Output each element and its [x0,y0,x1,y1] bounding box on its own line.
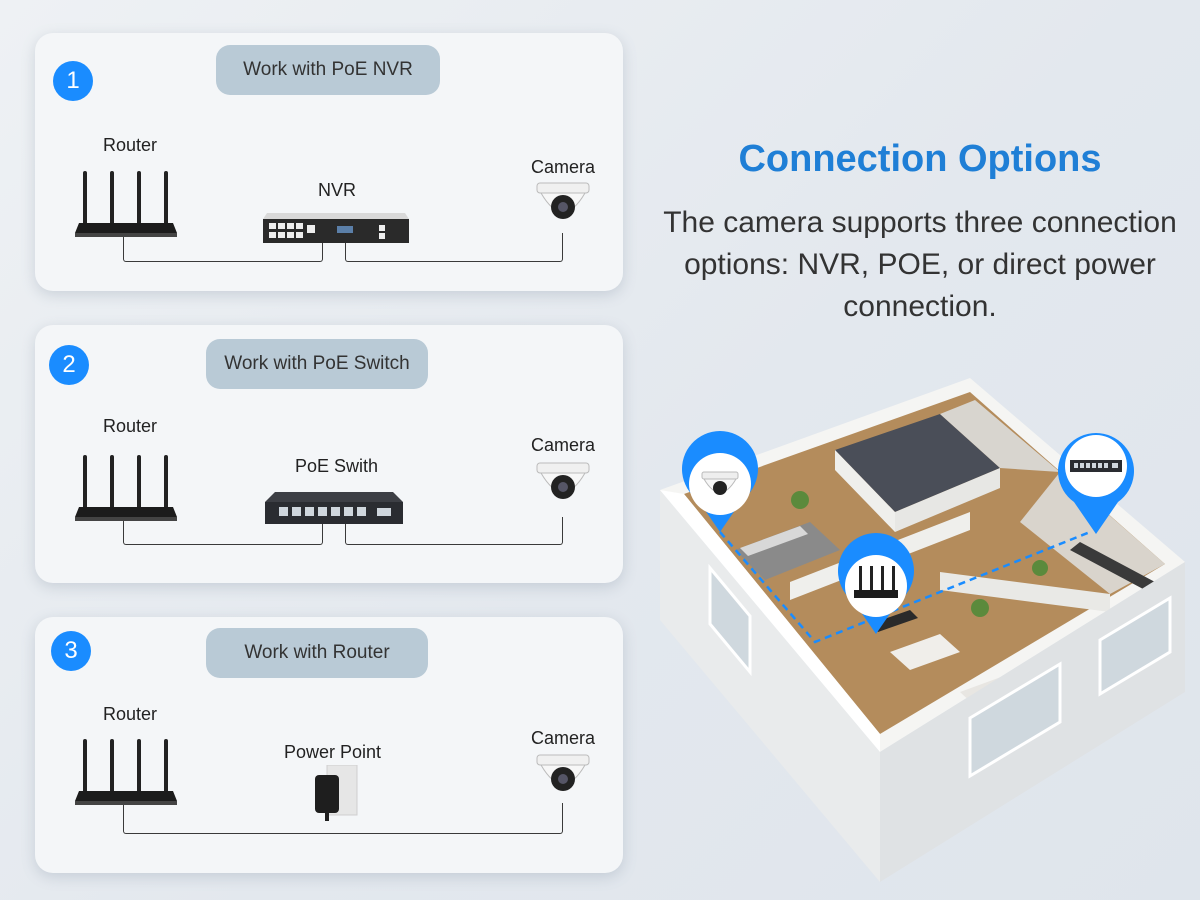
router-label: Router [103,416,158,436]
nvr-camera-cable [345,233,563,262]
option-title: Work with PoE NVR [216,45,440,95]
router-nvr-cable [123,233,323,262]
switch-camera-cable [345,517,563,545]
option-number-badge: 1 [53,61,93,101]
camera-label: Camera [531,728,596,748]
router-icon [75,455,177,521]
option-number-badge: 2 [49,345,89,385]
map-pin-icon [682,431,758,532]
nvr-label: NVR [318,180,357,200]
map-pin-icon [1058,433,1134,534]
map-pin-icon [838,533,914,634]
option-title: Work with PoE Switch [206,339,428,389]
power-adapter-icon [315,765,358,821]
option-card-nvr: 1 Work with PoE NVR Router NVR Camera [35,33,623,291]
option-number-badge: 3 [51,631,91,671]
camera-label: Camera [531,157,596,177]
nvr-icon [263,213,409,243]
power-point-label: Power Point [284,742,382,762]
router-camera-cable [123,803,563,834]
dome-camera-icon [536,462,590,499]
page-description: The camera supports three connection opt… [663,206,1177,323]
house-floorplan-illustration [660,378,1185,882]
option-card-router: 3 Work with Router Router Power Point Ca… [35,617,623,873]
router-icon [75,739,177,805]
camera-label: Camera [531,435,596,455]
router-label: Router [103,135,158,155]
router-icon [75,171,177,237]
dome-camera-icon [536,182,590,219]
option-title: Work with Router [206,628,428,678]
poe-switch-icon [265,492,403,524]
router-label: Router [103,704,158,724]
router-switch-cable [123,517,323,545]
poe-switch-label: PoE Swith [295,456,379,476]
page-title: Connection Options [738,138,1102,180]
dome-camera-icon [536,754,590,791]
option-card-poe-switch: 2 Work with PoE Switch Router PoE Swith … [35,325,623,583]
